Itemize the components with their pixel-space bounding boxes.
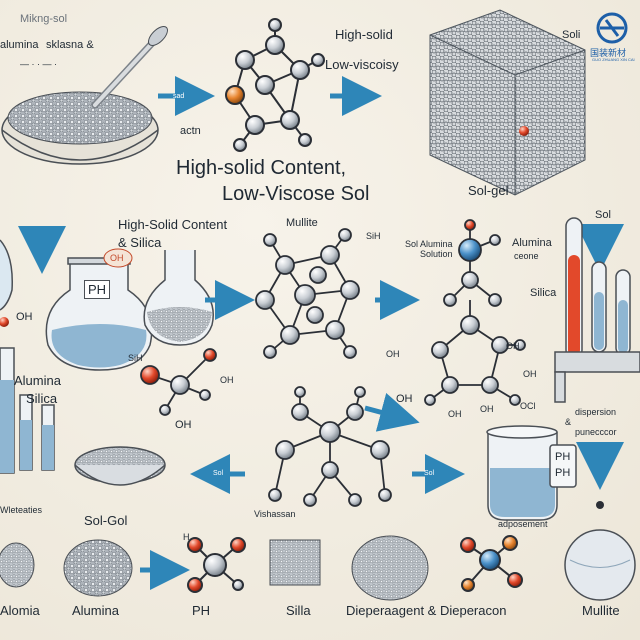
dispersion-right-amp: & [565, 417, 572, 427]
oh-right-3: OH [448, 409, 462, 419]
logo-subtext: GUO ZHUANG XIN CAI [592, 57, 635, 62]
hh-left-label: H [183, 532, 190, 542]
ph-flask-label: PH [84, 280, 111, 299]
mixing-sub-2: sklasna & [46, 39, 94, 51]
beaker-right [486, 425, 558, 521]
arrow-row-2 [190, 224, 624, 494]
test-tube-rack [554, 217, 640, 403]
flask-silica [143, 250, 214, 346]
low-viscosity-label: Low-viscoisy [325, 57, 399, 72]
top-molecule [225, 18, 325, 152]
solution-label: Solution [420, 249, 453, 259]
sih-mid-label: SiH [366, 231, 381, 241]
silica-right-label: Silica [530, 287, 557, 299]
brand-logo [588, 10, 636, 58]
left-small-molecule [140, 348, 217, 416]
and-silica-label: & Silica [118, 235, 162, 250]
mixing-sub-1: alumina [0, 39, 39, 51]
oh-right-mol: OH [506, 341, 520, 351]
logo-mark-icon [596, 12, 628, 44]
oh-center-2: OH [396, 393, 413, 405]
central-title-2: Low-Viscose Sol [222, 183, 370, 205]
oh-right-mol-2: OH [523, 369, 537, 379]
left-caption: Wleteaties [0, 505, 43, 515]
right-molecule [424, 219, 526, 406]
adposement-label: adposement [498, 519, 548, 529]
cluster-molecule [255, 228, 360, 359]
lattice-block [429, 9, 586, 196]
center-big-molecule [268, 386, 392, 507]
mixing-sub-3: — · · — · [20, 59, 57, 69]
sol-arrow-right: Sol [424, 470, 435, 477]
dispersion-right-sub: punecccor [575, 427, 617, 437]
ocl-label: OCl [520, 401, 536, 411]
dispersion-right-label: dispersion [575, 407, 617, 417]
mixing-top-label: Mikng-sol [20, 13, 68, 25]
sol-gel-top: Sol-gel [468, 183, 509, 198]
mullite-mid-label: Mullite [286, 217, 318, 229]
oh-left-2: OH [220, 375, 234, 385]
sol-gol-label: Sol-Gol [84, 513, 128, 528]
sih-left-label: SiH [128, 353, 143, 363]
bottom-label-6: Mullite [582, 603, 620, 618]
left-flask-partial [0, 239, 13, 327]
bottom-label-5: Dieperaagent & Dieperacon [346, 603, 507, 618]
oh-h-label: OH [480, 404, 494, 414]
silica-left-label: Silica [26, 391, 58, 406]
ph-beaker-small [549, 444, 577, 488]
sol-alumina-label: Sol Alumina [405, 239, 453, 249]
oh-left-label: OH [16, 311, 33, 323]
bottom-label-1: Alomia [0, 603, 40, 618]
bowl-bottom-left [74, 446, 166, 486]
vishassan-label: Vishassan [254, 509, 296, 519]
oh-mol-left: OH [175, 419, 192, 431]
sol-right-label: Sol [595, 209, 611, 221]
ph-beaker-1: PH [555, 451, 571, 463]
section-under-bowl: actn [180, 125, 201, 137]
high-solid-label: High-solid [335, 27, 393, 42]
bottom-row [0, 529, 636, 601]
logo-text: 国装新材 [590, 48, 627, 58]
bottom-label-4: Silla [286, 603, 311, 618]
oh-bubble [103, 248, 133, 268]
high-solid-content-label: High-Solid Content [118, 217, 228, 232]
arrow-text-1: sad [173, 93, 185, 100]
alumina-left-label: Alumina [14, 373, 61, 388]
alumina-right-label: Alumina [512, 237, 552, 249]
soli-label: Soli [562, 29, 581, 41]
droplet [596, 501, 604, 509]
oh-center: OH [386, 349, 400, 359]
sol-arrow-left: Sol [213, 470, 224, 477]
oh-bubble-label: OH [110, 253, 124, 263]
mixing-bowl-illustration [1, 26, 168, 165]
central-title-1: High-solid Content, [176, 157, 347, 179]
ph-beaker-2: PH [555, 467, 571, 479]
alumina-right-sub: ceone [514, 251, 539, 261]
bottom-label-3: PH [192, 603, 211, 618]
bottom-label-2: Alumina [72, 603, 119, 618]
test-tubes-left [0, 347, 55, 474]
